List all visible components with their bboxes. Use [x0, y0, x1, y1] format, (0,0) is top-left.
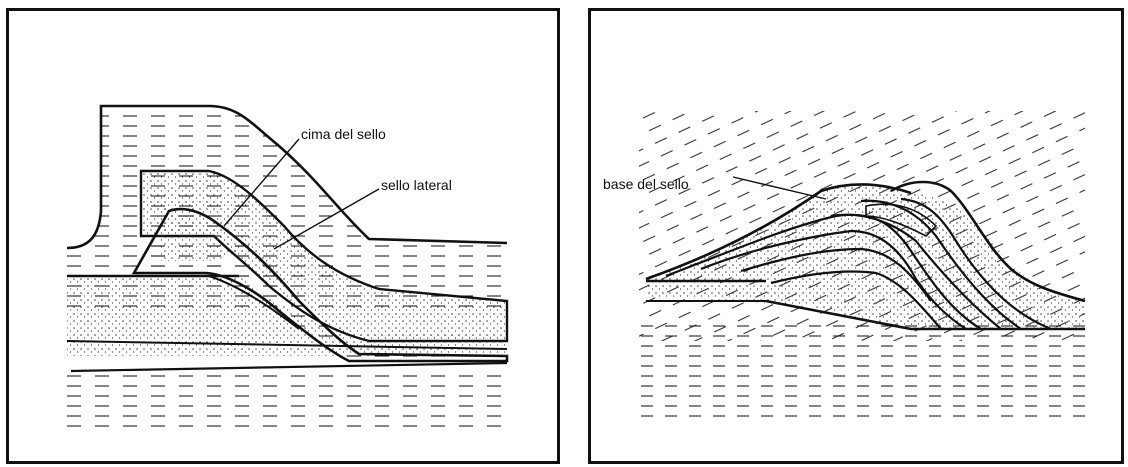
right-cross-section [639, 111, 1086, 421]
right-lower-strata [639, 321, 1085, 421]
sello-lateral-label: sello lateral [381, 177, 452, 193]
lateral-leader-line [273, 188, 380, 250]
right-mound [646, 184, 1085, 329]
left-lower-boundary-b [66, 340, 508, 350]
right-mound-crest [890, 180, 1086, 303]
right-mound-top [645, 183, 912, 281]
left-fault-line [208, 275, 300, 330]
left-lower-boundary-c [70, 361, 508, 373]
right-base-line-c [765, 299, 1085, 331]
right-diagram-panel: base del sello [588, 8, 1124, 464]
cima-leader-line [223, 138, 300, 227]
left-outer-boundary [66, 104, 508, 250]
base-leader-line [732, 176, 827, 200]
left-background-strata [67, 371, 507, 433]
left-thrust-sheet [131, 207, 509, 363]
left-diagram-panel: cima del sello sello lateral [6, 8, 560, 464]
cima-del-sello-label: cima del sello [301, 126, 386, 142]
base-del-sello-label: base del sello [603, 176, 689, 192]
right-dark-lens [865, 203, 938, 237]
left-cross-section [66, 104, 509, 433]
